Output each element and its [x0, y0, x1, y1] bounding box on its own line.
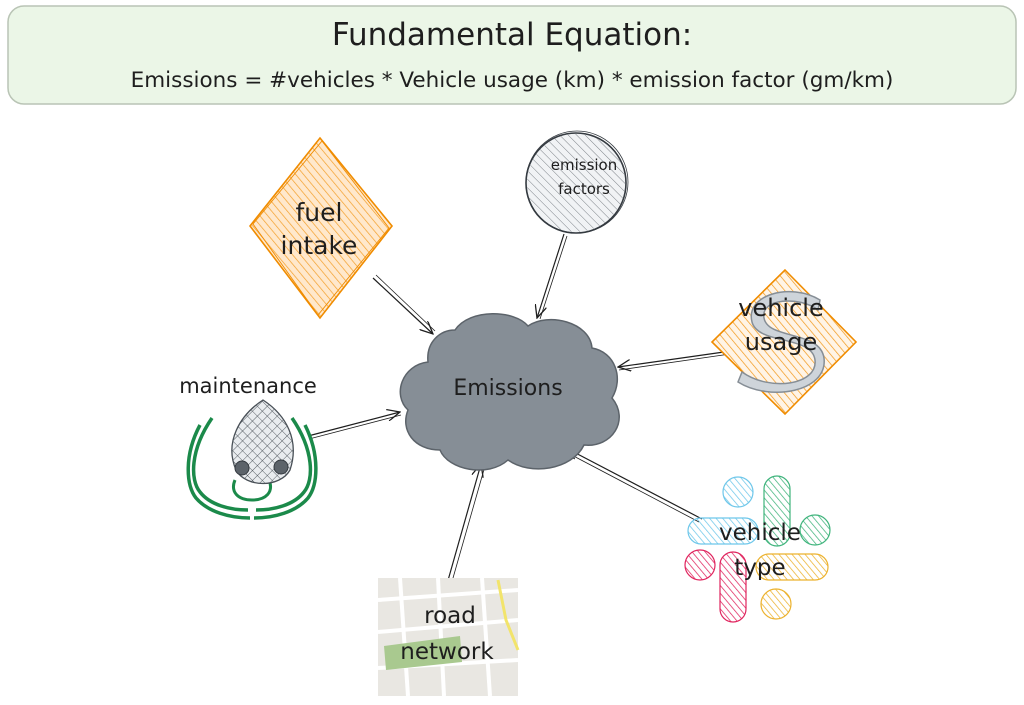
cloud-shape — [399, 313, 620, 471]
road-network-label-line1: road — [424, 603, 476, 629]
maintenance-dot-right — [273, 459, 289, 475]
maintenance-node: maintenance — [179, 374, 318, 520]
emission-factors-label-line1: emission — [551, 156, 618, 174]
arrow-fuel-intake-to-emissions-sketch — [375, 274, 436, 332]
equation-title: Fundamental Equation: — [332, 17, 692, 53]
fuel-intake-diamond-sketch — [252, 140, 390, 316]
arrow-vehicle-type-to-emissions-sketch — [563, 450, 700, 523]
road-map-streets — [377, 577, 519, 697]
fuel-intake-label-line2: intake — [281, 231, 358, 260]
emission-factors-node: emission factors — [525, 130, 629, 234]
road-network-node: road network — [377, 577, 520, 697]
arrow-vehicle-usage-to-emissions-sketch — [618, 352, 738, 371]
fuel-intake-node: fuel intake — [248, 136, 394, 320]
arrow-vehicle-type-to-emissions — [566, 448, 703, 520]
road-map-highway — [496, 579, 520, 651]
vehicle-usage-hatch — [712, 270, 856, 414]
road-map-park — [384, 636, 462, 670]
maintenance-icon — [186, 417, 318, 520]
fuel-intake-label-line1: fuel — [296, 198, 343, 227]
emission-factors-circle-sketch — [525, 130, 629, 234]
vehicle-type-yellow-block — [755, 553, 829, 620]
s-curve-icon — [737, 291, 825, 393]
vehicle-type-label-line2: type — [734, 555, 785, 581]
vehicle-type-red-block — [684, 549, 747, 623]
arrow-road-network-to-emissions — [442, 464, 481, 599]
fuel-intake-hatch — [250, 138, 392, 318]
equation-header: Fundamental Equation: Emissions = #vehic… — [7, 5, 1017, 105]
vehicle-usage-label-line1: vehicle — [738, 294, 823, 322]
emissions-cloud: Emissions — [399, 313, 620, 471]
emission-factors-hatch — [527, 134, 625, 232]
road-network-label-line2: network — [400, 639, 494, 665]
arrow-road-network-to-emissions-sketch — [446, 465, 486, 600]
vehicle-usage-label-line2: usage — [745, 328, 817, 356]
equation-box — [7, 5, 1017, 105]
arrow-fuel-intake-to-emissions — [372, 277, 433, 334]
arrow-maintenance-to-emissions — [307, 412, 400, 437]
arrow-maintenance-to-emissions-sketch — [308, 414, 402, 440]
maintenance-dot-left — [234, 460, 250, 476]
arrows — [307, 233, 739, 600]
emission-factors-label-line2: factors — [558, 180, 610, 198]
vehicle-usage-node: vehicle usage — [710, 268, 858, 416]
vehicle-type-node: vehicle type — [684, 475, 831, 623]
equation-formula: Emissions = #vehicles * Vehicle usage (k… — [131, 68, 894, 93]
vehicle-type-green-block — [763, 475, 831, 547]
emissions-label: Emissions — [453, 376, 562, 401]
arrow-emission-factors-to-emissions — [537, 233, 565, 318]
vehicle-type-blue-block — [687, 476, 759, 545]
arrow-emission-factors-to-emissions-sketch — [539, 235, 568, 320]
maintenance-label: maintenance — [179, 374, 317, 398]
arrow-vehicle-usage-to-emissions — [618, 349, 739, 367]
vehicle-type-label-line1: vehicle — [719, 520, 801, 546]
